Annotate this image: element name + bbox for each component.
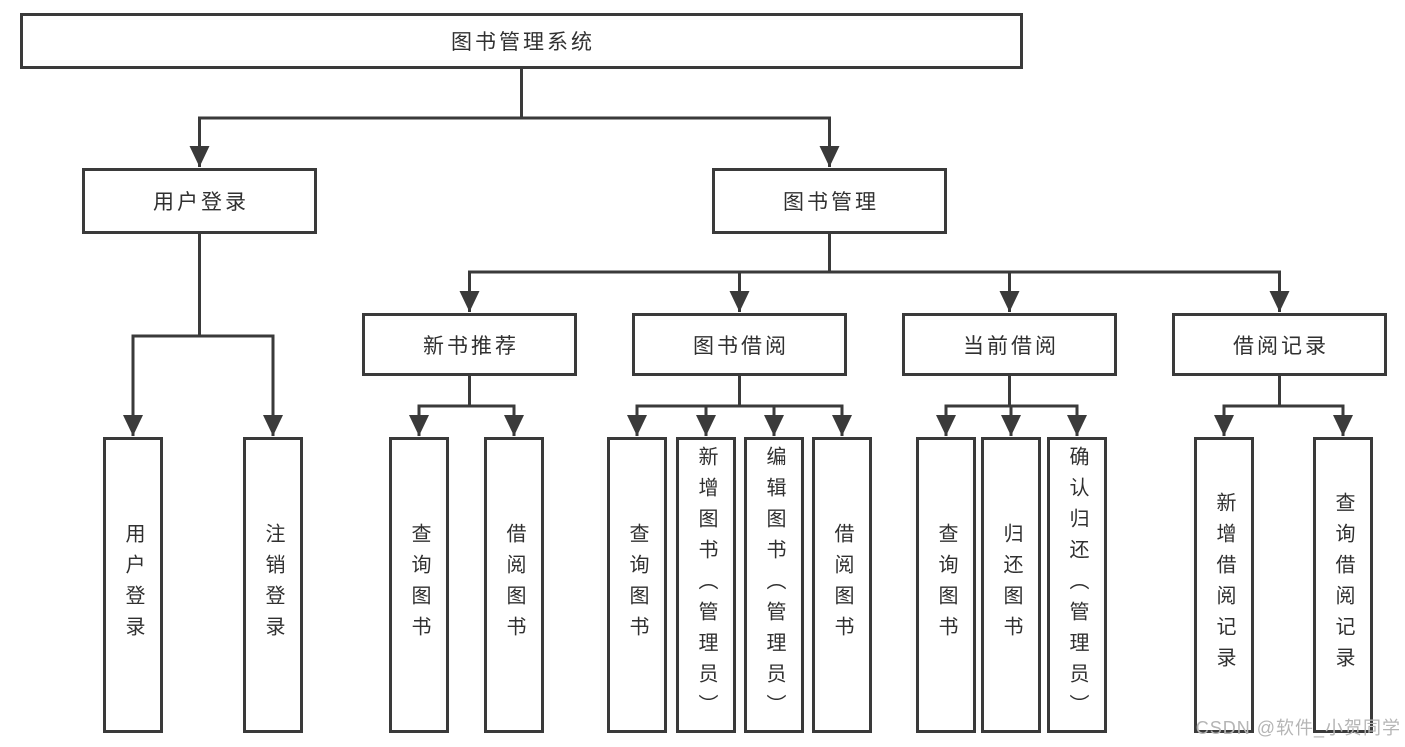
leaf-bb-borrow-book-label: 借阅图书 [831,523,853,647]
node-book-borrow: 图书借阅 [632,313,847,376]
leaf-bb-add-book-admin-label: 新增图书（管理员） [695,445,717,725]
leaf-nbr-query-book-label: 查询图书 [408,523,430,647]
leaf-bb-edit-book-admin: 编辑图书（管理员） [744,437,804,733]
node-new-book-recommend: 新书推荐 [362,313,577,376]
node-current-borrow: 当前借阅 [902,313,1117,376]
node-book-management-label: 图书管理 [783,191,879,214]
node-new-book-recommend-label: 新书推荐 [423,334,519,358]
leaf-bb-query-book-label: 查询图书 [626,523,648,647]
leaf-logout: 注销登录 [243,437,303,733]
leaf-logout-label: 注销登录 [262,523,284,647]
leaf-br-query-record-label: 查询借阅记录 [1332,492,1354,678]
leaf-user-login-label: 用户登录 [122,523,144,647]
node-borrow-records: 借阅记录 [1172,313,1387,376]
leaf-bb-edit-book-admin-label: 编辑图书（管理员） [763,445,785,725]
leaf-br-add-record-label: 新增借阅记录 [1213,492,1235,678]
node-borrow-records-label: 借阅记录 [1233,334,1329,358]
leaf-bb-query-book: 查询图书 [607,437,667,733]
leaf-cb-query-book-label: 查询图书 [935,523,957,647]
leaf-nbr-borrow-book: 借阅图书 [484,437,544,733]
leaf-cb-query-book: 查询图书 [916,437,976,733]
node-book-borrow-label: 图书借阅 [693,334,789,358]
watermark: CSDN @软件_小贺同学 [1195,718,1401,738]
node-current-borrow-label: 当前借阅 [963,334,1059,358]
leaf-cb-confirm-return-admin: 确认归还（管理员） [1047,437,1107,733]
node-library-system: 图书管理系统 [20,13,1023,69]
leaf-user-login: 用户登录 [103,437,163,733]
leaf-br-add-record: 新增借阅记录 [1194,437,1254,733]
node-book-management: 图书管理 [712,168,947,234]
leaf-cb-return-book: 归还图书 [981,437,1041,733]
node-user-login: 用户登录 [82,168,317,234]
leaf-nbr-borrow-book-label: 借阅图书 [503,523,525,647]
leaf-br-query-record: 查询借阅记录 [1313,437,1373,733]
node-library-system-label: 图书管理系统 [451,31,595,54]
node-user-login-label: 用户登录 [153,191,249,214]
leaf-bb-add-book-admin: 新增图书（管理员） [676,437,736,733]
leaf-cb-confirm-return-admin-label: 确认归还（管理员） [1066,445,1088,725]
leaf-cb-return-book-label: 归还图书 [1000,523,1022,647]
leaf-bb-borrow-book: 借阅图书 [812,437,872,733]
leaf-nbr-query-book: 查询图书 [389,437,449,733]
